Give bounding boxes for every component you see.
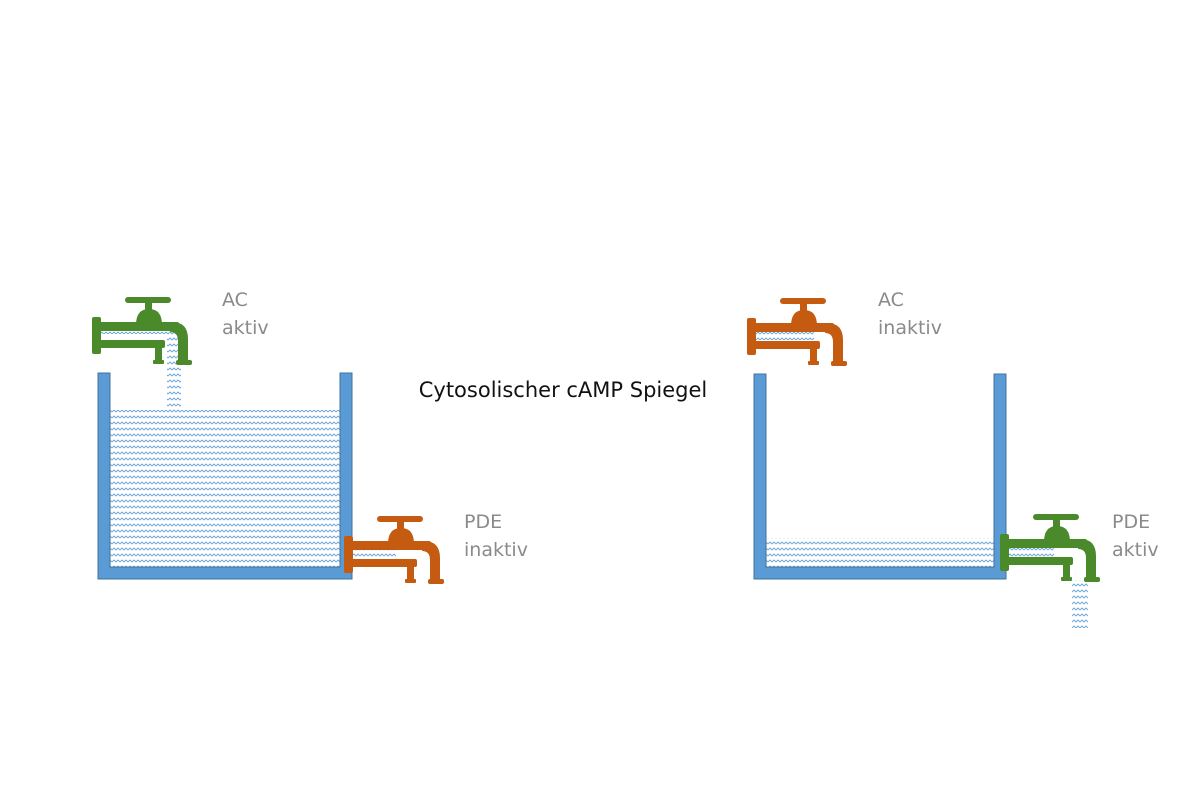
left-pde-state: inaktiv (464, 539, 528, 561)
right-pde-state: aktiv (1112, 539, 1159, 561)
right-ac-tap-icon (747, 298, 847, 366)
left-pde-inflow (340, 548, 396, 558)
left-ac-state: aktiv (222, 317, 269, 339)
right-pde-tap-icon (1000, 514, 1100, 582)
right-pde-stream (1072, 580, 1088, 628)
right-pde-inflow (994, 548, 1054, 558)
left-ac-stream (167, 334, 181, 412)
left-pde-tap-icon (344, 516, 444, 584)
left-ac-name: AC (222, 289, 248, 311)
right-tank-water (766, 538, 994, 568)
left-tank-wall (97, 372, 353, 580)
right-ac-state: inaktiv (878, 317, 942, 339)
right-pde-name: PDE (1112, 511, 1150, 533)
diagram-title: Cytosolischer cAMP Spiegel (419, 378, 708, 402)
right-panel: AC inaktiv PDE aktiv (747, 289, 1159, 628)
left-tank-water (110, 410, 340, 568)
right-tank-wall (753, 373, 1007, 580)
right-ac-inflow (754, 330, 814, 340)
right-ac-name: AC (878, 289, 904, 311)
left-panel: AC aktiv PDE inaktiv (92, 289, 528, 584)
left-pde-name: PDE (464, 511, 502, 533)
